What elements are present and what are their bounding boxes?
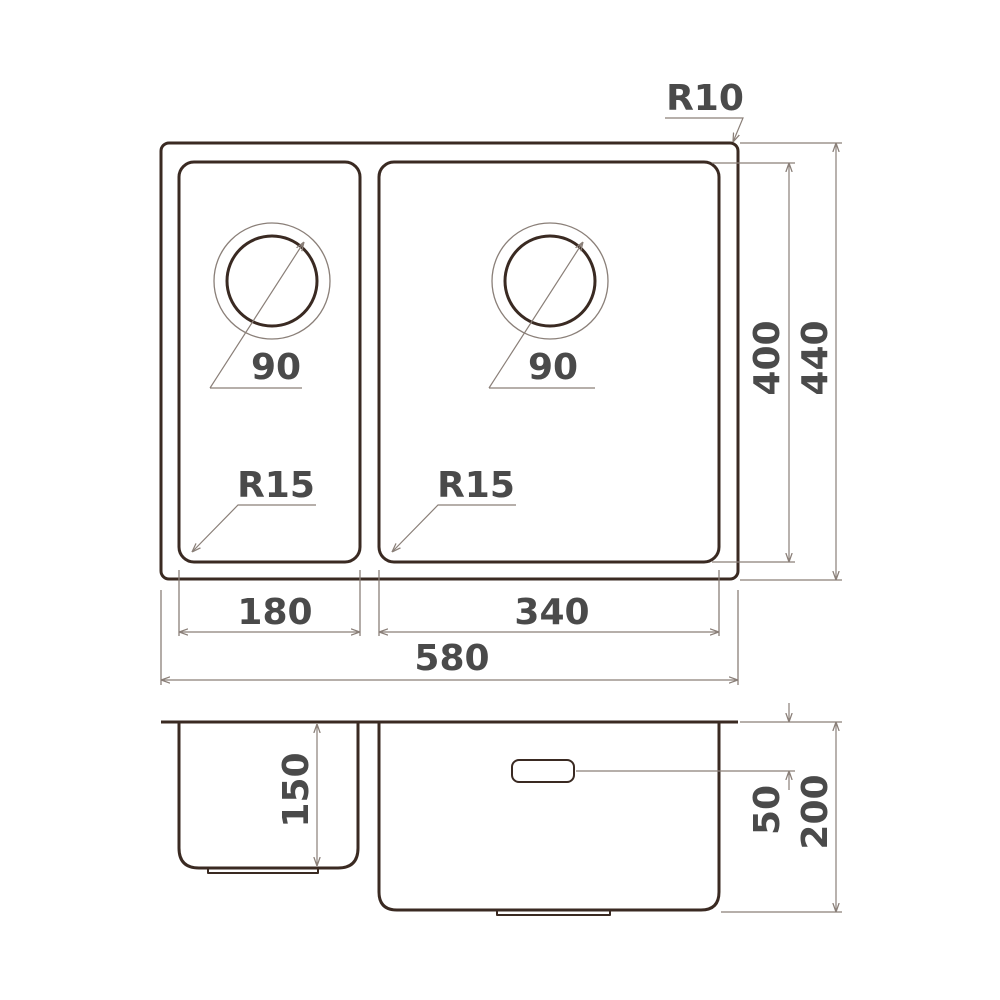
sink-outer-outline xyxy=(159,141,740,581)
total-height-label: 200 xyxy=(795,774,836,849)
right-drain-leader xyxy=(488,242,595,389)
right-bowl-radius-label: R15 xyxy=(437,465,515,506)
left-drain-icon xyxy=(213,222,331,340)
left-bowl-depth-label: 150 xyxy=(276,752,317,827)
total-width-label: 580 xyxy=(414,638,489,679)
depth-dimensions: 400 440 xyxy=(712,142,842,581)
width-dimensions: 180 340 580 xyxy=(160,570,739,685)
total-depth-label: 440 xyxy=(795,320,836,395)
right-drain-diameter-label: 90 xyxy=(528,347,578,388)
left-bowl-width-label: 180 xyxy=(237,592,312,633)
right-bowl-profile xyxy=(377,722,721,912)
left-bowl-outline xyxy=(177,160,362,564)
right-bowl-width-label: 340 xyxy=(514,592,589,633)
overflow-slot-icon xyxy=(511,759,575,783)
left-drain-stub xyxy=(207,868,319,874)
left-bowl-radius-label: R15 xyxy=(237,465,315,506)
right-bowl-outline xyxy=(377,160,721,564)
side-view: 150 50 200 xyxy=(161,703,842,916)
left-bowl-radius-leader xyxy=(192,504,316,552)
left-drain-diameter-label: 90 xyxy=(251,347,301,388)
top-view: 90 90 R15 R15 R10 180 340 580 xyxy=(159,78,842,685)
left-bowl-profile xyxy=(177,722,360,870)
right-bowl-radius-leader xyxy=(392,504,516,552)
right-drain-stub xyxy=(496,910,611,916)
overflow-height-label: 50 xyxy=(747,785,788,835)
right-drain-icon xyxy=(491,222,609,340)
outer-radius-leader xyxy=(665,117,744,142)
inner-depth-label: 400 xyxy=(747,320,788,395)
outer-radius-label: R10 xyxy=(666,78,744,119)
left-drain-leader xyxy=(209,242,304,389)
